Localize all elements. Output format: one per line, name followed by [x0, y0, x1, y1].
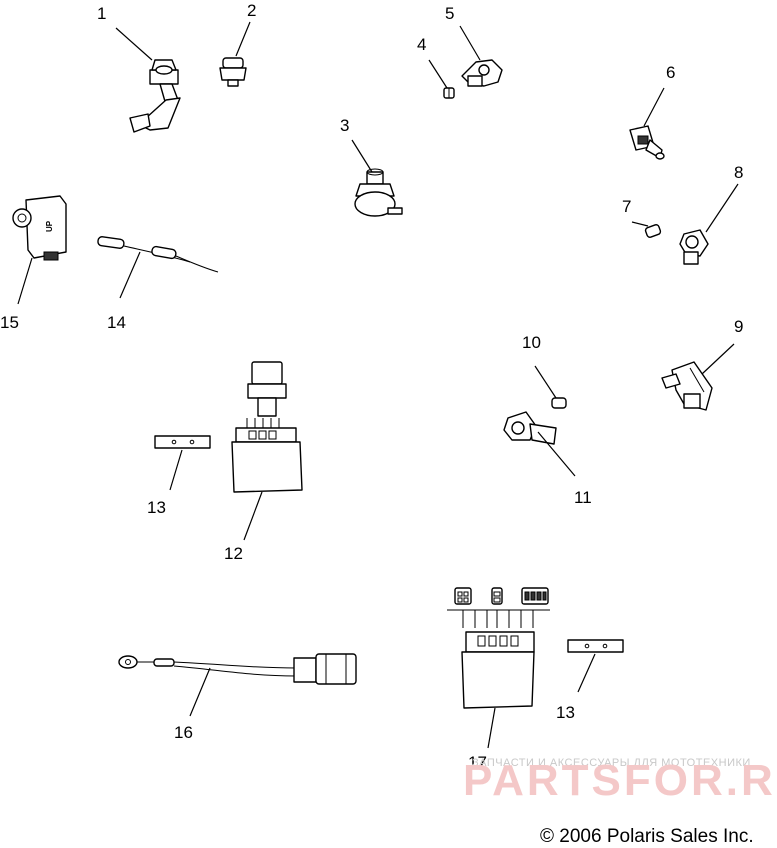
- leader-5: [459, 25, 481, 61]
- leader-17: [487, 707, 496, 749]
- part-13-bracket-upper: [154, 435, 211, 449]
- callout-7: 7: [622, 197, 631, 216]
- leader-9: [701, 343, 735, 375]
- leader-11: [537, 431, 576, 477]
- callout-5: 5: [445, 4, 454, 23]
- part-12-relay-module: [231, 361, 303, 493]
- callout-6: 6: [666, 63, 675, 82]
- leader-3: [351, 139, 373, 173]
- callout-14: 14: [107, 313, 126, 332]
- svg-text:UP: UP: [45, 220, 54, 232]
- leader-15: [17, 257, 33, 305]
- part-8-knock-sensor: [679, 229, 709, 265]
- callout-17: 17: [468, 753, 487, 772]
- leader-1: [115, 27, 153, 61]
- part-7-screw: [644, 224, 662, 238]
- part-15-tilt-sensor: UP: [12, 195, 67, 261]
- leader-7: [631, 221, 649, 227]
- part-13-bracket-lower: [567, 639, 624, 653]
- part-5-cam-sensor: [461, 59, 503, 87]
- callout-4: 4: [417, 35, 426, 54]
- callout-12: 12: [224, 544, 243, 563]
- callout-15: 15: [0, 313, 19, 332]
- watermark-tagline: ЗАПЧАСТИ И АКСЕССУАРЫ ДЛЯ МОТОТЕХНИКИ: [472, 757, 751, 769]
- leader-14: [119, 251, 141, 299]
- leader-12: [243, 491, 263, 541]
- copyright-notice: © 2006 Polaris Sales Inc.: [540, 826, 754, 847]
- watermark-brand: PARTSFOR.RU: [463, 756, 777, 805]
- part-14-temp-wire: [97, 236, 219, 273]
- part-11-crank-sensor: [503, 411, 557, 445]
- leader-13-upper: [169, 449, 183, 491]
- callout-16: 16: [174, 723, 193, 742]
- part-2-button-sensor: [219, 57, 247, 87]
- callout-13-lower: 13: [556, 703, 575, 722]
- callout-10: 10: [522, 333, 541, 352]
- callout-9: 9: [734, 317, 743, 336]
- callout-13-upper: 13: [147, 498, 166, 517]
- part-16-ground-harness: [118, 653, 357, 685]
- part-1-elbow-sensor: [129, 59, 181, 133]
- part-6-sensor: [629, 125, 665, 160]
- part-10-screw: [551, 397, 567, 409]
- part-4-bolt: [443, 87, 455, 99]
- leader-6: [643, 87, 665, 127]
- leader-8: [705, 183, 739, 233]
- part-17-relay-module: [447, 587, 550, 709]
- callout-1: 1: [97, 4, 106, 23]
- callout-11: 11: [574, 488, 592, 507]
- leader-16: [189, 667, 211, 717]
- part-3-regulator: [354, 168, 403, 217]
- leader-2: [235, 21, 251, 57]
- callout-2: 2: [247, 1, 256, 20]
- leader-10: [534, 365, 557, 399]
- part-9-map-sensor: [661, 361, 713, 411]
- callout-8: 8: [734, 163, 743, 182]
- leader-13-lower: [577, 653, 596, 693]
- leader-4: [428, 59, 448, 89]
- callout-3: 3: [340, 116, 349, 135]
